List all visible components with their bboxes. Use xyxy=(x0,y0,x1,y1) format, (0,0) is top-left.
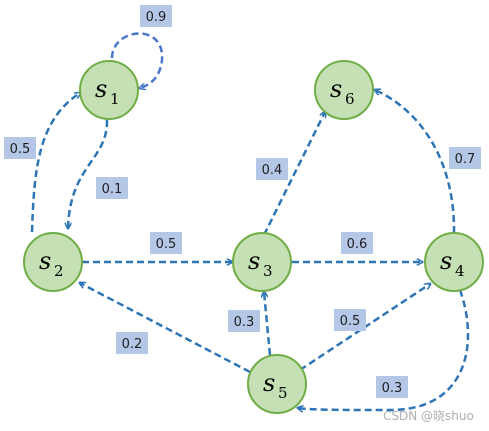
prob-label-s5-s3: 0.3 xyxy=(228,310,260,332)
prob-label-s2-s3: 0.5 xyxy=(150,232,182,254)
prob-label-s3-s6: 0.4 xyxy=(256,158,288,180)
edge-s4-s6 xyxy=(375,90,456,234)
svg-text:s: s xyxy=(263,369,275,397)
svg-text:0.5: 0.5 xyxy=(10,142,31,157)
edge-s3-s6 xyxy=(262,112,325,236)
svg-text:0.6: 0.6 xyxy=(347,237,368,252)
svg-text:4: 4 xyxy=(455,262,465,280)
state-node-s2: s 2 xyxy=(23,232,83,292)
svg-text:s: s xyxy=(330,75,342,103)
svg-text:2: 2 xyxy=(54,262,64,280)
svg-text:0.5: 0.5 xyxy=(156,237,177,252)
svg-text:3: 3 xyxy=(263,262,273,280)
prob-label-s5-s4: 0.5 xyxy=(334,309,366,331)
state-node-s5: s 5 xyxy=(247,354,307,414)
svg-text:0.3: 0.3 xyxy=(382,381,403,396)
svg-text:s: s xyxy=(39,247,51,275)
edge-s2-s1 xyxy=(30,93,80,233)
prob-label-s1-s2: 0.1 xyxy=(96,177,128,199)
prob-label-s3-s4: 0.6 xyxy=(341,232,373,254)
svg-text:1: 1 xyxy=(110,90,120,108)
prob-label-s5-s2: 0.2 xyxy=(116,332,148,354)
prob-label-s1-s1: 0.9 xyxy=(140,5,172,27)
svg-text:0.4: 0.4 xyxy=(262,163,283,178)
edge-s4-s5 xyxy=(298,289,470,410)
edge-s5-s3 xyxy=(264,292,272,356)
state-node-s6: s 6 xyxy=(314,60,374,120)
svg-text:0.9: 0.9 xyxy=(146,10,167,25)
edge-s1-s1 xyxy=(110,32,164,88)
svg-text:0.1: 0.1 xyxy=(102,182,123,197)
edge-s5-s2 xyxy=(80,283,251,374)
edge-s1-s2 xyxy=(68,119,109,228)
svg-text:s: s xyxy=(248,247,260,275)
prob-label-s4-s6: 0.7 xyxy=(449,147,481,169)
prob-label-s4-s5: 0.3 xyxy=(376,376,408,398)
svg-text:s: s xyxy=(95,75,107,103)
prob-label-s2-s1: 0.5 xyxy=(4,137,36,159)
svg-text:5: 5 xyxy=(278,384,288,402)
state-node-s3: s 3 xyxy=(232,232,292,292)
svg-text:0.5: 0.5 xyxy=(340,314,361,329)
watermark: CSDN @晓shuo xyxy=(383,409,474,423)
svg-text:0.7: 0.7 xyxy=(455,152,476,167)
svg-text:6: 6 xyxy=(345,90,355,108)
svg-text:0.2: 0.2 xyxy=(122,337,143,352)
state-node-s1: s 1 xyxy=(79,60,139,120)
state-node-s4: s 4 xyxy=(424,232,484,292)
svg-text:0.3: 0.3 xyxy=(234,315,255,330)
svg-text:s: s xyxy=(440,247,452,275)
